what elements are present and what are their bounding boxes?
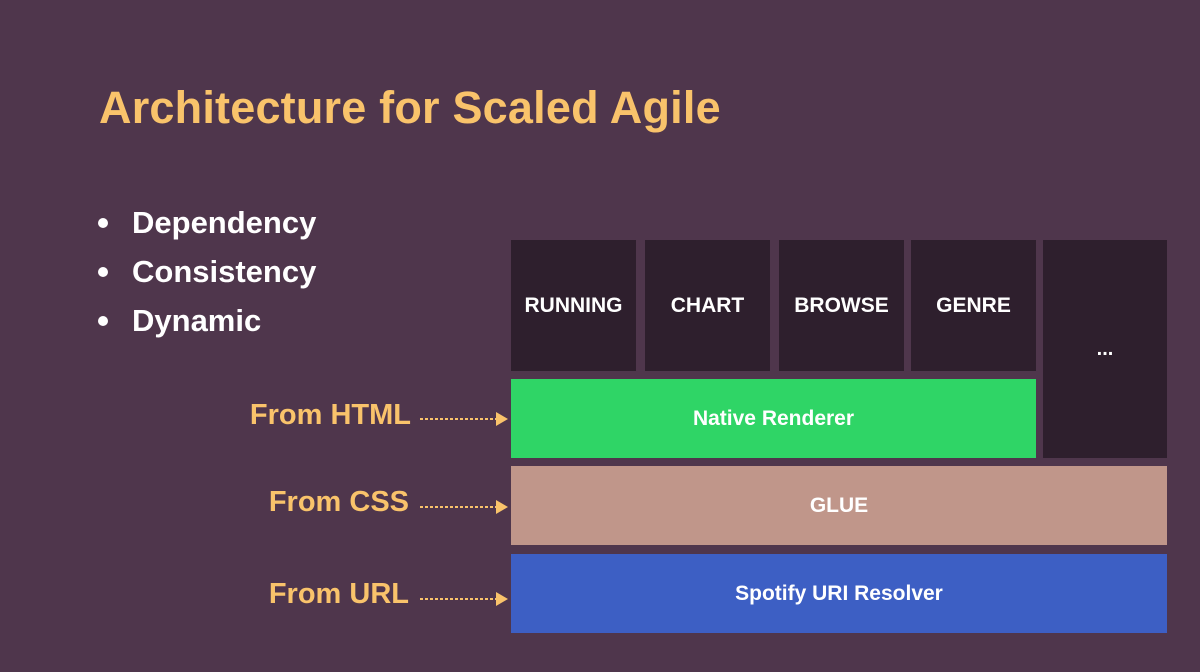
- feature-box-browse: BROWSE: [779, 240, 904, 371]
- bullet-text: Dependency: [132, 205, 317, 240]
- slide-title: Architecture for Scaled Agile: [99, 82, 721, 133]
- uri-resolver-layer: Spotify URI Resolver: [511, 554, 1167, 633]
- native-renderer-layer: Native Renderer: [511, 379, 1036, 458]
- from-url-label: From URL: [268, 578, 409, 610]
- from-css-label: From CSS: [268, 486, 409, 518]
- bullet-text: Dynamic: [132, 303, 262, 338]
- bullet-dot-icon: [98, 218, 108, 228]
- layer-label: Native Renderer: [692, 406, 855, 430]
- bullet-list: Dependency Consistency Dynamic: [98, 198, 316, 345]
- right-arrow-icon: [420, 500, 508, 514]
- feature-box-chart: CHART: [645, 240, 770, 371]
- from-html-label: From HTML: [249, 399, 411, 431]
- feature-label: RUNNING: [524, 293, 623, 317]
- right-arrow-icon: [420, 592, 508, 606]
- feature-box-genre: GENRE: [911, 240, 1036, 371]
- more-label: ...: [1096, 337, 1114, 360]
- bullet-item: Dynamic: [98, 296, 316, 345]
- feature-label: GENRE: [936, 293, 1011, 317]
- bullet-item: Dependency: [98, 198, 316, 247]
- layer-label: GLUE: [809, 493, 869, 517]
- feature-box-running: RUNNING: [511, 240, 636, 371]
- right-arrow-icon: [420, 412, 508, 426]
- layer-label: Spotify URI Resolver: [735, 581, 943, 605]
- bullet-dot-icon: [98, 267, 108, 277]
- bullet-text: Consistency: [132, 254, 317, 289]
- feature-box-more: ...: [1043, 240, 1167, 458]
- feature-label: BROWSE: [794, 293, 889, 317]
- bullet-dot-icon: [98, 316, 108, 326]
- feature-label: CHART: [670, 293, 745, 317]
- bullet-item: Consistency: [98, 247, 316, 296]
- glue-layer: GLUE: [511, 466, 1167, 545]
